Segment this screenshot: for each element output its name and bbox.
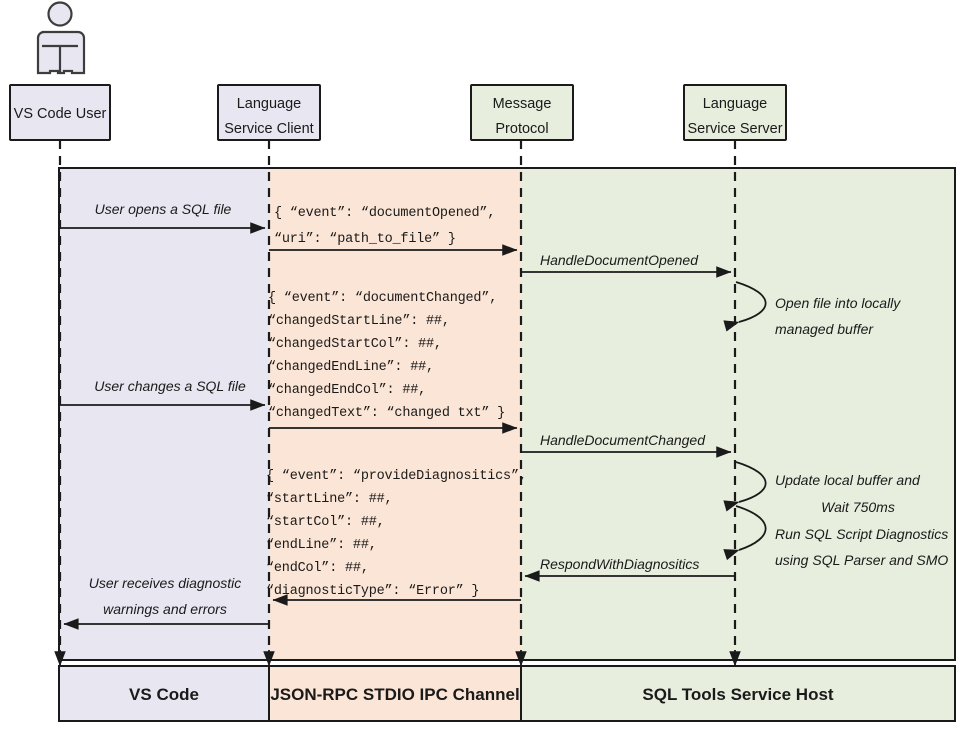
footer-label-jsonrpc: JSON-RPC STDIO IPC Channel — [270, 685, 519, 704]
json-block-document-opened-payload: { “event”: “documentOpened”, “uri”: “pat… — [274, 206, 495, 247]
message-label-user-changes-sql-file: User changes a SQL file — [94, 378, 246, 394]
json-line: “uri”: “path_to_file” } — [274, 232, 456, 247]
self-call-label-run-diagnostics-line2: using SQL Parser and SMO — [775, 552, 948, 568]
participant-message-protocol[interactable]: Message Protocol — [470, 84, 574, 141]
message-handle-document-changed: HandleDocumentChanged — [521, 432, 732, 458]
footer-bar: VS Code JSON-RPC STDIO IPC Channel SQL T… — [58, 665, 956, 722]
json-line: “diagnosticType”: “Error” } — [266, 584, 479, 599]
message-label-user-receives-diagnostics-line2: warnings and errors — [103, 601, 227, 617]
participant-label-language-service-client-line2: Service Client — [224, 121, 313, 137]
json-line: { “event”: “provideDiagnositics”, — [266, 469, 527, 484]
message-respond-with-diagnositics: RespondWithDiagnositics — [524, 556, 735, 582]
participant-label-language-service-server-line1: Language — [703, 96, 768, 112]
message-user-opens-sql-file: User opens a SQL file — [60, 201, 266, 234]
self-call-label-open-file-line2: managed buffer — [775, 321, 874, 337]
actor-head-icon — [47, 1, 73, 27]
footer-cell-sql-tools-service-host[interactable] — [520, 665, 956, 722]
json-line: “changedStartCol”: ##, — [268, 337, 442, 352]
participant-language-service-server[interactable]: Language Service Server — [683, 84, 787, 141]
participant-label-vs-code-user: VS Code User — [14, 106, 107, 122]
lane-band-vs-code — [59, 168, 269, 660]
json-line: “startLine”: ##, — [266, 492, 392, 507]
self-call-arc-open-file-into-buffer — [723, 281, 767, 332]
footer-label-vs-code: VS Code — [129, 685, 199, 704]
json-line: { “event”: “documentChanged”, — [268, 291, 497, 306]
message-handle-document-opened: HandleDocumentOpened — [521, 252, 732, 278]
json-line: { “event”: “documentOpened”, — [274, 206, 495, 221]
self-call-label-update-buffer-line2: Wait 750ms — [821, 499, 895, 515]
json-block-provide-diagnositics-payload: { “event”: “provideDiagnositics”, “start… — [266, 469, 527, 599]
message-label-user-receives-diagnostics-line1: User receives diagnostic — [89, 575, 242, 591]
self-call-run-sql-script-diagnostics: Run SQL Script Diagnostics using SQL Par… — [723, 505, 948, 568]
self-call-update-buffer-wait: Update local buffer and Wait 750ms — [723, 461, 921, 515]
participant-language-service-client[interactable]: Language Service Client — [217, 84, 321, 141]
json-line: “startCol”: ##, — [266, 515, 385, 530]
self-call-label-open-file-line1: Open file into locally — [775, 295, 901, 311]
footer-cell-jsonrpc[interactable] — [268, 665, 522, 722]
lifeline-terminators — [54, 650, 741, 667]
json-block-document-changed-payload: { “event”: “documentChanged”, “changedSt… — [268, 291, 505, 421]
lane-band-host — [521, 168, 955, 660]
message-label-user-opens-sql-file: User opens a SQL file — [95, 201, 232, 217]
message-label-respond-with-diagnositics: RespondWithDiagnositics — [540, 556, 699, 572]
self-call-label-update-buffer-line1: Update local buffer and — [775, 472, 921, 488]
self-call-arc-update-buffer-wait — [723, 461, 767, 512]
message-user-receives-diagnostics: User receives diagnostic warnings and er… — [63, 575, 269, 630]
footer-label-sql-tools-service-host: SQL Tools Service Host — [642, 685, 833, 704]
message-user-changes-sql-file: User changes a SQL file — [60, 378, 266, 411]
participant-label-language-service-client-line1: Language — [237, 96, 302, 112]
vs-code-user-actor-icon — [36, 1, 86, 75]
participant-label-message-protocol-line2: Protocol — [495, 121, 548, 137]
json-line: “changedText”: “changed txt” } — [268, 406, 505, 421]
json-line: “endCol”: ##, — [266, 561, 369, 576]
self-call-open-file-into-buffer: Open file into locally managed buffer — [723, 281, 901, 337]
self-call-label-run-diagnostics-line1: Run SQL Script Diagnostics — [775, 526, 948, 542]
message-label-handle-document-changed: HandleDocumentChanged — [540, 432, 706, 448]
participant-label-language-service-server-line2: Service Server — [687, 121, 782, 137]
json-line: “changedEndCol”: ##, — [268, 383, 426, 398]
json-line: “changedEndLine”: ##, — [268, 360, 434, 375]
self-call-arc-run-sql-script-diagnostics — [723, 505, 767, 561]
json-line: “endLine”: ##, — [266, 538, 377, 553]
actor-limb-lines-icon — [42, 44, 78, 73]
message-label-handle-document-opened: HandleDocumentOpened — [540, 252, 699, 268]
json-line: “changedStartLine”: ##, — [268, 314, 450, 329]
participant-label-message-protocol-line1: Message — [493, 96, 552, 112]
participant-vs-code-user[interactable]: VS Code User — [9, 84, 111, 141]
